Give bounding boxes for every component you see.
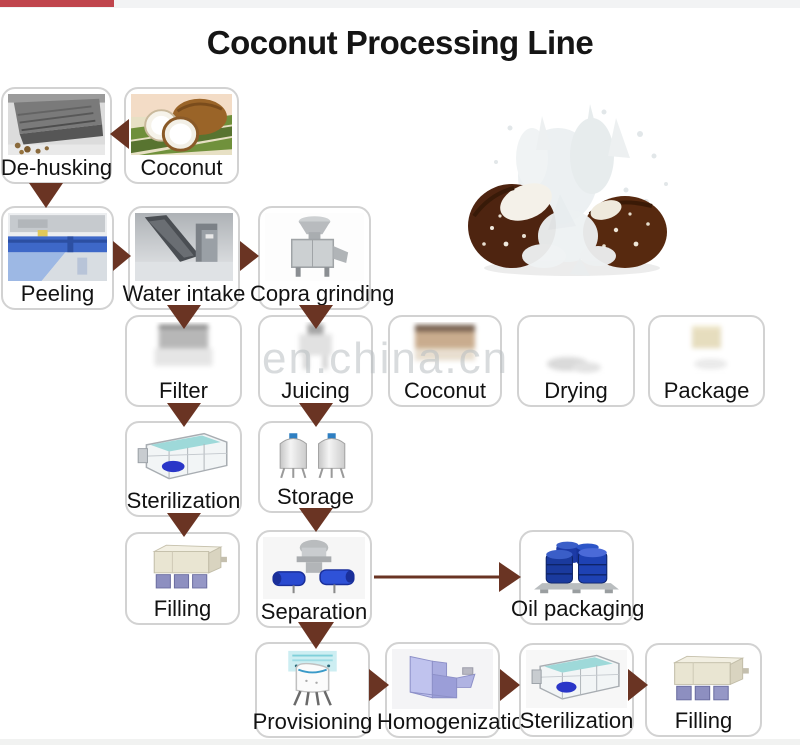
node-storage: Storage bbox=[258, 421, 373, 513]
sterilization-machine-image bbox=[132, 428, 235, 488]
node-label: Separation bbox=[260, 599, 368, 624]
filter-machine-image-blurred bbox=[132, 322, 235, 378]
node-dehusking: De-husking bbox=[1, 87, 112, 184]
sterilization-machine-image bbox=[526, 650, 627, 708]
node-water-intake: Water intake bbox=[123, 206, 245, 310]
watermark-text: en.china.cn bbox=[262, 334, 510, 383]
node-label: Drying bbox=[544, 378, 608, 403]
package-image-blurred bbox=[655, 322, 758, 378]
arrowhead-separation-to-oil-packaging bbox=[499, 562, 521, 592]
arrow-dehusking-to-peeling bbox=[29, 183, 63, 208]
node-label: De-husking bbox=[0, 155, 113, 180]
bottom-strip bbox=[0, 739, 800, 745]
node-label: Homogenization bbox=[377, 709, 536, 734]
node-label: Storage bbox=[276, 484, 355, 509]
copra-grinding-machine-image bbox=[265, 213, 364, 281]
provisioning-tank-image bbox=[262, 649, 363, 709]
node-peeling: Peeling bbox=[1, 206, 114, 310]
coconut-photo bbox=[131, 94, 232, 155]
node-label: Coconut bbox=[140, 155, 223, 180]
storage-tanks-image bbox=[265, 428, 366, 484]
drying-machine-image-blurred bbox=[524, 322, 628, 378]
node-filter: Filter bbox=[125, 315, 242, 407]
node-label: Oil packaging bbox=[511, 596, 645, 621]
node-sterilization-bottom: Sterilization bbox=[519, 643, 634, 737]
node-filling-bottom: Filling bbox=[645, 643, 762, 737]
arrow-water-intake-to-copra-grinding bbox=[240, 241, 259, 271]
node-coconut-row3: Coconut bbox=[388, 315, 502, 407]
node-provisioning: Provisioning bbox=[253, 642, 372, 738]
node-label: Peeling bbox=[20, 281, 95, 306]
homogenization-machine-image bbox=[392, 649, 493, 709]
peeling-machine-image bbox=[8, 213, 107, 281]
juicing-machine-image-blurred bbox=[265, 322, 366, 378]
node-coconut: Coconut bbox=[124, 87, 239, 184]
node-copra-grinding: Copra grinding bbox=[250, 206, 394, 310]
water-intake-machine-image bbox=[135, 213, 233, 281]
node-label: Filling bbox=[674, 708, 733, 733]
node-label: Filter bbox=[159, 378, 208, 403]
filling-machine-image bbox=[132, 539, 233, 596]
dehusking-machine-image bbox=[8, 94, 105, 155]
node-package: Package bbox=[648, 315, 765, 407]
node-separation: Separation bbox=[256, 530, 372, 628]
node-label: Juicing bbox=[281, 378, 350, 403]
node-label: Water intake bbox=[122, 281, 246, 306]
node-filling: Filling bbox=[125, 532, 240, 625]
node-oil-packaging: Oil packaging bbox=[511, 530, 644, 625]
node-drying: Drying bbox=[517, 315, 635, 407]
coconut-tank-image-blurred bbox=[395, 322, 495, 378]
node-homogenization: Homogenization bbox=[377, 642, 536, 738]
node-label: Copra grinding bbox=[250, 281, 395, 306]
filling-machine-image bbox=[652, 650, 755, 708]
page-title: Coconut Processing Line bbox=[206, 24, 594, 61]
node-label: Sterilization bbox=[519, 708, 634, 733]
arrow-homogenization-to-sterilization bbox=[500, 669, 520, 701]
node-label: Package bbox=[663, 378, 750, 403]
node-label: Filling bbox=[153, 596, 212, 621]
red-accent-bar bbox=[0, 0, 114, 7]
node-label: Coconut bbox=[404, 378, 486, 403]
oil-barrels-image bbox=[526, 537, 627, 596]
top-strip bbox=[0, 0, 800, 8]
coconut-splash-photo bbox=[440, 98, 710, 288]
separation-machine-image bbox=[263, 537, 365, 599]
node-label: Provisioning bbox=[252, 709, 373, 734]
node-juicing: Juicing bbox=[258, 315, 373, 407]
node-label: Sterilization bbox=[126, 488, 241, 513]
node-sterilization: Sterilization bbox=[125, 421, 242, 517]
